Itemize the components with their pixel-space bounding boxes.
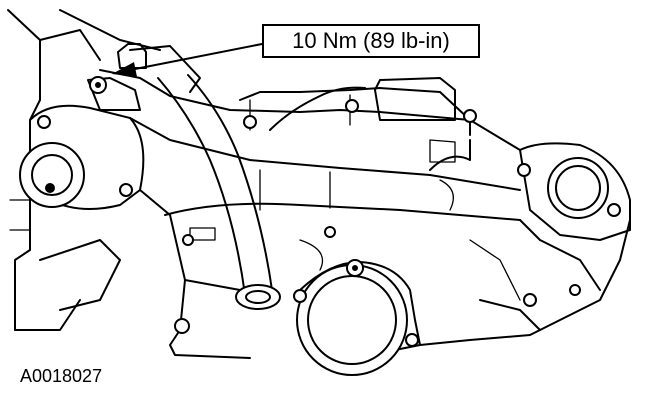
left-flange-assembly: [19, 104, 145, 210]
servo-cover: [293, 259, 421, 376]
tube-bracket-bolt: [87, 43, 147, 111]
transmission-case: [99, 69, 631, 359]
torque-callout: 10 Nm (89 lb-in): [262, 24, 480, 58]
servo-cover-ring: [296, 264, 408, 376]
figure-id-label: A0018027: [20, 366, 103, 386]
dipstick-tube-seal: [235, 284, 281, 310]
valve-body-cover: [239, 77, 477, 163]
left-flange-ring: [19, 142, 85, 208]
callout-leader-arrow: [112, 43, 263, 77]
wiring-harness: [269, 86, 366, 131]
case-bolts: [174, 226, 581, 334]
torque-spec-label: 10 Nm (89 lb-in): [292, 28, 450, 53]
right-flange-assembly: [517, 142, 631, 241]
dipstick-tube: [129, 45, 281, 310]
